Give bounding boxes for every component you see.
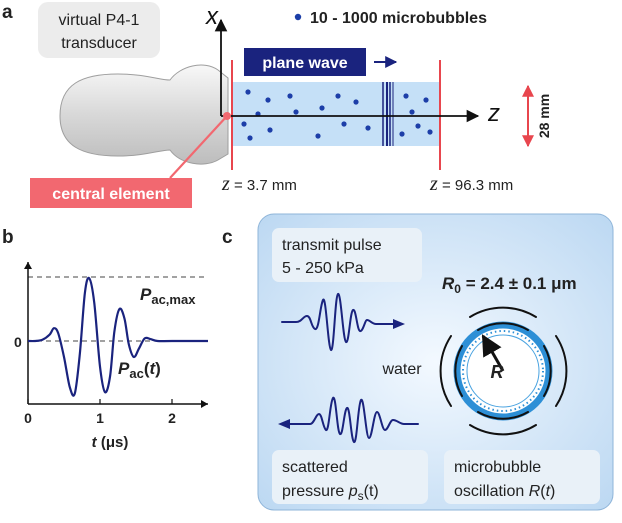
scattered-label-line1: scattered xyxy=(282,459,348,476)
transmit-arrow-head xyxy=(393,319,405,329)
panel-c: c transmit pulse 5 - 250 kPa R0 = 2.4 ± … xyxy=(222,213,614,511)
oscillation-label-box xyxy=(444,450,600,504)
x-axis-label-unit: (μs) xyxy=(97,434,129,451)
microbubble-illustration: R xyxy=(439,306,568,436)
z-start-value: = 3.7 mm xyxy=(230,177,297,194)
oscillation-arcs xyxy=(439,306,568,436)
panel-c-background xyxy=(257,213,614,511)
z-axis-symbol: z xyxy=(487,100,500,127)
pulse-series-line xyxy=(27,276,208,397)
transducer-label-line1: virtual P4-1 xyxy=(59,12,140,29)
x-axis-label-symbol: t xyxy=(92,434,98,451)
oscillation-text: oscillation xyxy=(454,483,529,500)
scattered-label-box xyxy=(272,450,428,504)
pmax-subscript: ac,max xyxy=(151,292,196,307)
plane-wavefront xyxy=(382,82,394,146)
width-label: 28 mm xyxy=(536,94,552,138)
pac-close-paren: ) xyxy=(155,359,161,378)
oscillation-close-paren: ) xyxy=(550,483,555,500)
central-element-marker xyxy=(223,112,231,120)
plane-wave-label: plane wave xyxy=(262,55,347,72)
y-axis-arrow xyxy=(24,262,32,269)
scattered-label-line2: pressure ps(t) xyxy=(282,483,379,503)
z-end-label: z = 96.3 mm xyxy=(429,173,513,195)
scattered-arrow-head xyxy=(278,419,290,429)
z-start-symbol: z xyxy=(221,173,230,195)
transmit-waveform xyxy=(281,292,399,352)
pac-argument: t xyxy=(149,359,156,378)
scattered-p-symbol: p xyxy=(348,483,358,500)
y-tick-zero: 0 xyxy=(14,334,22,350)
x-tick-label: 1 xyxy=(96,410,104,426)
scattered-waveform xyxy=(287,396,419,444)
microbubble-legend-label: 10 - 1000 microbubbles xyxy=(310,10,487,27)
x-tick-label: 0 xyxy=(24,410,32,426)
central-element-label: central element xyxy=(52,186,170,203)
x-axis-symbol: x xyxy=(205,3,219,30)
transducer-probe xyxy=(59,64,229,165)
radius-symbol: R xyxy=(491,362,504,382)
x-axis-label: t (μs) xyxy=(92,434,129,451)
r0-value: = 2.4 ± 0.1 μm xyxy=(461,274,577,293)
transmit-label-line2: 5 - 250 kPa xyxy=(282,260,364,277)
central-element-leader xyxy=(169,115,228,179)
imaging-domain xyxy=(232,82,440,146)
scattered-text: pressure xyxy=(282,483,349,500)
panel-a: a virtual P4-1 transducer xyxy=(2,2,552,208)
pmax-label: Pac,max xyxy=(140,285,196,307)
transmit-label-box xyxy=(272,228,422,282)
central-element-label-box xyxy=(30,178,192,208)
panel-a-letter: a xyxy=(2,2,13,23)
transducer-label-box xyxy=(38,2,160,58)
pac-symbol: P xyxy=(118,359,130,378)
microbubble-legend-dot xyxy=(294,13,302,21)
pulse-chart: 0 1 2 xyxy=(24,262,208,426)
transmit-label-line1: transmit pulse xyxy=(282,237,382,254)
r0-label: R0 = 2.4 ± 0.1 μm xyxy=(442,274,577,296)
plane-wave-label-box xyxy=(244,48,366,76)
oscillation-label-line1: microbubble xyxy=(454,459,541,476)
scattered-subscript: s xyxy=(358,489,364,503)
panel-b-letter: b xyxy=(2,227,14,248)
oscillation-open-paren: ( xyxy=(540,483,546,500)
z-end-value: = 96.3 mm xyxy=(438,177,513,194)
z-start-label: z = 3.7 mm xyxy=(221,173,297,195)
x-axis-arrow xyxy=(201,400,208,408)
oscillation-label-line2: oscillation R(t) xyxy=(454,483,555,500)
radius-arrow xyxy=(481,334,505,372)
r0-symbol: R xyxy=(442,274,455,293)
pac-open-paren: ( xyxy=(144,359,150,378)
scattered-argument: (t) xyxy=(364,483,379,500)
oscillation-argument: t xyxy=(546,483,551,500)
x-tick-label: 2 xyxy=(168,410,176,426)
panel-c-letter: c xyxy=(222,227,233,248)
pmax-symbol: P xyxy=(140,285,152,304)
water-label: water xyxy=(381,361,422,378)
oscillation-R-symbol: R xyxy=(529,483,541,500)
r0-subscript: 0 xyxy=(454,282,461,296)
pac-label: Pac(t) xyxy=(118,359,161,381)
z-end-symbol: z xyxy=(429,173,438,195)
transducer-label-line2: transducer xyxy=(61,35,137,52)
pac-subscript: ac xyxy=(129,366,143,381)
